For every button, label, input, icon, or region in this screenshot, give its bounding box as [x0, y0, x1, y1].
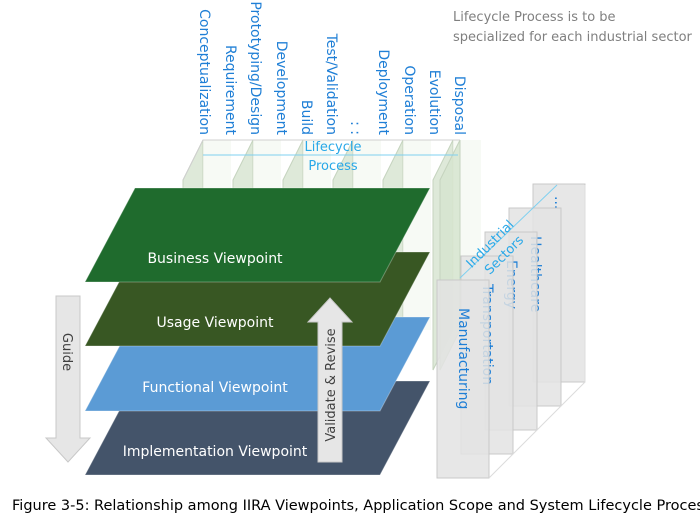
viewpoint-layers: Implementation Viewpoint Functional Viewp…	[84, 187, 431, 476]
lifecycle-panel-face	[403, 140, 431, 330]
figure-caption: Figure 3-5: Relationship among IIRA View…	[12, 498, 700, 514]
note-line-1: Lifecycle Process is to be	[453, 10, 616, 25]
lifecycle-phase: Conceptualization	[196, 9, 212, 135]
sector-label: ...	[551, 196, 567, 209]
viewpoint-label: Business Viewpoint	[147, 251, 283, 267]
lifecycle-phase: Evolution	[426, 70, 442, 135]
lifecycle-phases: Conceptualization Requirement Prototyping/…	[196, 1, 467, 135]
lifecycle-phase: Deployment	[375, 49, 391, 135]
lifecycle-phase: : :	[347, 121, 363, 135]
viewpoint-label: Usage Viewpoint	[157, 315, 275, 331]
lifecycle-phase: Test/Validation	[323, 33, 339, 135]
validate-revise-label: Validate & Revise	[324, 328, 339, 441]
industrial-sectors: ...HealthcareEnergyTransportationManufac…	[436, 183, 586, 479]
note-line-2: specialized for each industrial sector	[453, 30, 693, 45]
viewpoint-layer: Business Viewpoint	[84, 187, 431, 283]
sector-label: Manufacturing	[455, 308, 471, 409]
viewpoint-label: Implementation Viewpoint	[123, 444, 308, 460]
lifecycle-phase: Requirement	[222, 45, 238, 136]
guide-label: Guide	[59, 333, 74, 371]
viewpoint-label: Functional Viewpoint	[142, 380, 288, 396]
sectors-axis-line	[459, 184, 558, 279]
lifecycle-title-2: Process	[308, 159, 358, 174]
guide-arrow: Guide	[44, 295, 92, 463]
validate-revise-arrow: Validate & Revise	[306, 297, 354, 463]
lifecycle-phase: Build	[298, 100, 314, 135]
lifecycle-title-1: Lifecycle	[304, 140, 361, 155]
lifecycle-phase: Operation	[401, 65, 417, 135]
lifecycle-phase: Disposal	[451, 76, 467, 135]
lifecycle-phase: Prototyping/Design	[247, 1, 263, 135]
lifecycle-phase: Development	[273, 41, 289, 136]
sector-panel: Manufacturing	[436, 279, 490, 479]
